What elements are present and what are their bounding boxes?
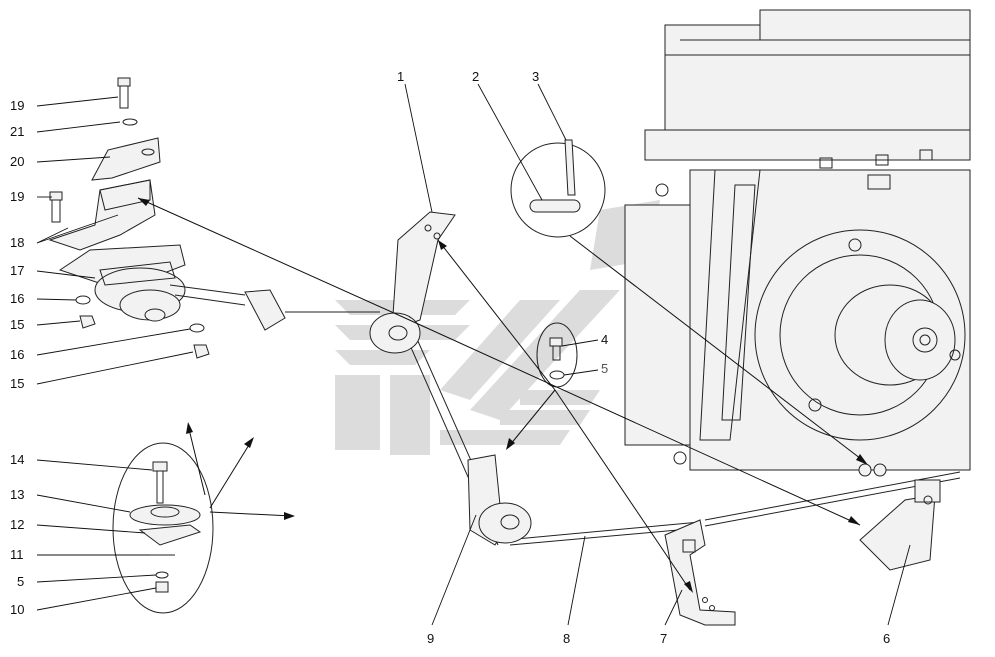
- assembly-guide-lines: [137, 197, 868, 593]
- detail-pulley-stack: [112, 442, 214, 614]
- lever-grip: [244, 289, 286, 331]
- pulley-13: [129, 504, 201, 526]
- callout-10: 10: [10, 602, 24, 617]
- callout-15-upper: 15: [10, 317, 24, 332]
- cotter-pin-3: [564, 139, 576, 196]
- callout-8: 8: [563, 631, 570, 646]
- lower-pulley-bracket: [467, 454, 532, 546]
- detail-pin-circle: [510, 139, 606, 238]
- callout-15-lower: 15: [10, 376, 24, 391]
- callout-19-lower: 19: [10, 189, 24, 204]
- bolt-19-upper-head: [117, 77, 131, 87]
- pin-2: [529, 199, 581, 213]
- callout-3: 3: [532, 69, 539, 84]
- callout-4: 4: [601, 332, 608, 347]
- washer-21: [122, 118, 138, 126]
- support-bracket-7: [664, 519, 736, 626]
- callout-19-upper: 19: [10, 98, 24, 113]
- callout-13: 13: [10, 487, 24, 502]
- callout-6: 6: [883, 631, 890, 646]
- bolt-14-thread: [156, 470, 164, 504]
- callout-20: 20: [10, 154, 24, 169]
- callout-14: 14: [10, 452, 24, 467]
- callout-5-right: 5: [601, 361, 608, 376]
- callout-18: 18: [10, 235, 24, 250]
- bolt-19-upper-thread: [119, 85, 129, 109]
- callout-11: 11: [10, 547, 24, 562]
- callout-1: 1: [397, 69, 404, 84]
- washer-16b: [189, 323, 205, 333]
- bracket-12: [138, 524, 202, 546]
- nut-15a: [79, 315, 96, 329]
- callout-2: 2: [472, 69, 479, 84]
- leader-lines: [36, 83, 911, 626]
- bolt-14-head: [152, 461, 168, 472]
- callout-17: 17: [10, 263, 24, 278]
- bracket-18: [48, 179, 156, 251]
- plate-20: [91, 137, 161, 181]
- callout-16-upper: 16: [10, 291, 24, 306]
- callout-5-left: 5: [17, 574, 24, 589]
- callout-16-lower: 16: [10, 347, 24, 362]
- callout-labels: 19 21 20 19 18 17 16 15 16 15 14 13 12 1…: [10, 69, 890, 646]
- detail-bolt-washer: [536, 322, 578, 388]
- callout-12: 12: [10, 517, 24, 532]
- tensioner-bracket-assembly: [48, 77, 246, 359]
- nut-10: [155, 581, 169, 593]
- support-bracket-6: [859, 479, 941, 571]
- engine-block: [624, 9, 971, 477]
- callout-21: 21: [10, 124, 24, 139]
- washer-16a: [75, 295, 91, 305]
- callout-9: 9: [427, 631, 434, 646]
- nut-15b: [193, 344, 210, 359]
- washer-5: [155, 571, 169, 579]
- callout-7: 7: [660, 631, 667, 646]
